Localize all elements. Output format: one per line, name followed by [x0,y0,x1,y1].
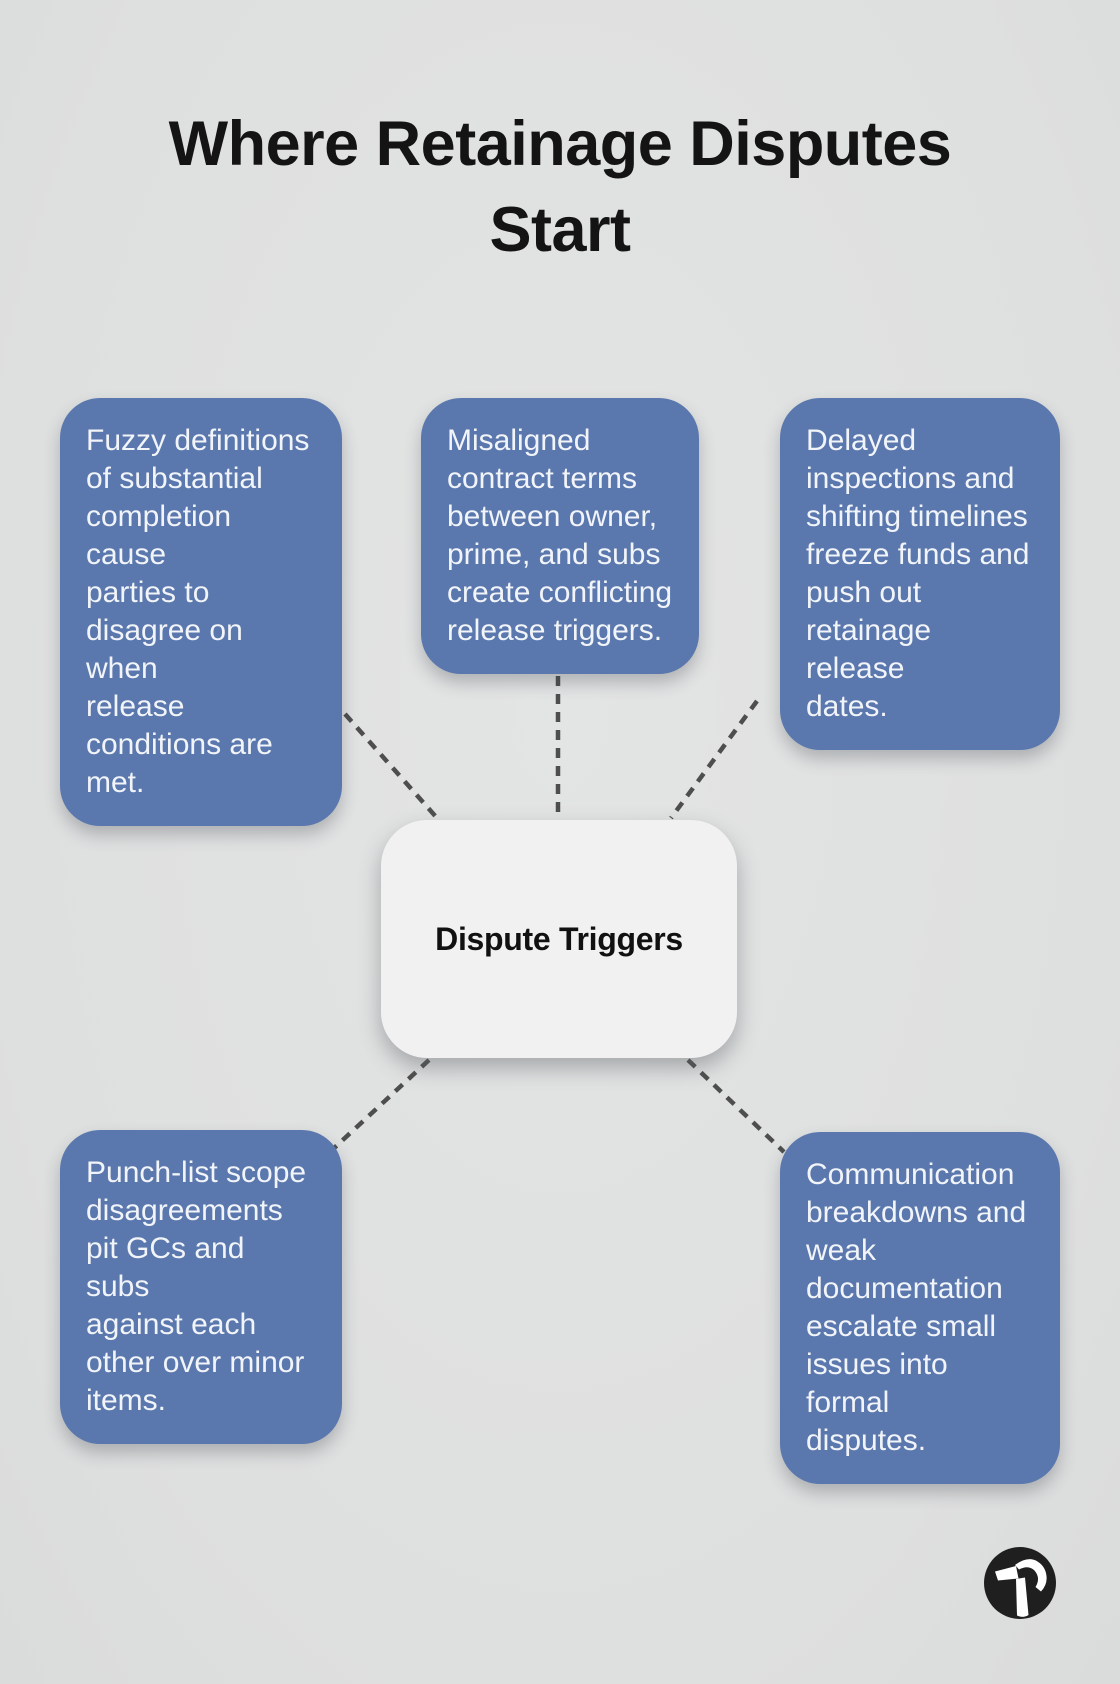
connector-top-right [669,699,759,820]
trigger-node-top-middle: Misaligned contract terms between owner,… [421,398,699,674]
page-title: Where Retainage Disputes Start [168,109,952,265]
trigger-text: Misaligned contract terms between owner,… [447,424,673,647]
brand-logo [983,1546,1057,1620]
trigger-node-bottom-left: Punch-list scope disagreements pit GCs a… [60,1130,342,1444]
hammer-icon [984,1547,1056,1619]
trigger-node-top-right: Delayed inspections and shifting timelin… [780,398,1060,750]
connector-bottom-right [686,1058,786,1154]
trigger-text: Delayed inspections and shifting timelin… [806,424,1030,723]
trigger-node-top-left: Fuzzy definitions of substantial complet… [60,398,342,826]
trigger-node-bottom-right: Communication breakdowns and weak docume… [780,1132,1060,1484]
trigger-text: Communication breakdowns and weak docume… [806,1158,1027,1457]
trigger-text: Punch-list scope disagreements pit GCs a… [86,1156,307,1417]
center-node-label: Dispute Triggers [435,920,683,957]
connector-top-left [343,712,439,820]
trigger-text: Fuzzy definitions of substantial complet… [86,424,310,799]
connector-bottom-left [330,1058,431,1152]
center-node: Dispute Triggers [381,820,737,1058]
